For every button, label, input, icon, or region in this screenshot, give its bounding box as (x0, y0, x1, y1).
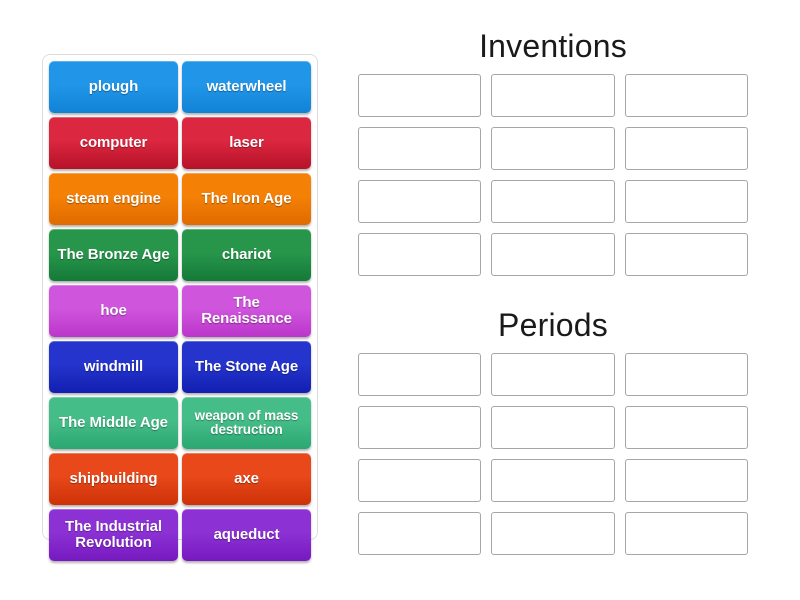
slot-row (358, 512, 748, 555)
drop-slot[interactable] (624, 127, 748, 170)
answer-tile[interactable]: The Iron Age (182, 173, 311, 225)
drop-slot[interactable] (358, 127, 482, 170)
drop-slot[interactable] (624, 233, 748, 276)
drop-slot[interactable] (358, 353, 482, 396)
answer-tile[interactable]: windmill (49, 341, 178, 393)
group-title-periods: Periods (498, 307, 608, 343)
drop-slot[interactable] (358, 233, 482, 276)
group-title-inventions: Inventions (479, 28, 627, 64)
slot-row (358, 127, 748, 170)
slot-row (358, 180, 748, 223)
answer-tile[interactable]: laser (182, 117, 311, 169)
answer-tile[interactable]: aqueduct (182, 509, 311, 561)
drop-slot[interactable] (491, 459, 615, 502)
answer-tile[interactable]: The Renaissance (182, 285, 311, 337)
drop-slot[interactable] (491, 180, 615, 223)
answer-tile[interactable]: plough (49, 61, 178, 113)
slot-row (358, 233, 748, 276)
slot-grid-periods (358, 353, 748, 555)
answer-tile[interactable]: shipbuilding (49, 453, 178, 505)
drop-slot[interactable] (491, 74, 615, 117)
drop-slot[interactable] (624, 353, 748, 396)
answer-tile[interactable]: The Stone Age (182, 341, 311, 393)
drop-slot[interactable] (358, 74, 482, 117)
slot-grid-inventions (358, 74, 748, 276)
drop-group-inventions: Inventions (358, 30, 748, 276)
answer-tile[interactable]: computer (49, 117, 178, 169)
drop-slot[interactable] (624, 180, 748, 223)
drop-slot[interactable] (358, 180, 482, 223)
drop-slot[interactable] (358, 406, 482, 449)
answer-tile[interactable]: chariot (182, 229, 311, 281)
drop-slot[interactable] (624, 512, 748, 555)
drop-slot[interactable] (491, 353, 615, 396)
slot-row (358, 353, 748, 396)
answer-tile[interactable]: steam engine (49, 173, 178, 225)
answer-tile[interactable]: waterwheel (182, 61, 311, 113)
slot-row (358, 74, 748, 117)
drop-slot[interactable] (491, 127, 615, 170)
drop-group-periods: Periods (358, 309, 748, 555)
drop-slot[interactable] (491, 512, 615, 555)
answer-tile[interactable]: The Middle Age (49, 397, 178, 449)
drop-slot[interactable] (624, 406, 748, 449)
drop-slot[interactable] (491, 406, 615, 449)
drop-slot[interactable] (491, 233, 615, 276)
drop-slot[interactable] (358, 512, 482, 555)
answer-tile[interactable]: axe (182, 453, 311, 505)
answer-tile[interactable]: The Bronze Age (49, 229, 178, 281)
answer-tile[interactable]: weapon of mass destruction (182, 397, 311, 449)
drop-slot[interactable] (624, 74, 748, 117)
slot-row (358, 459, 748, 502)
drop-slot[interactable] (358, 459, 482, 502)
answer-tile[interactable]: The Industrial Revolution (49, 509, 178, 561)
answer-tile[interactable]: hoe (49, 285, 178, 337)
drop-slot[interactable] (624, 459, 748, 502)
slot-row (358, 406, 748, 449)
